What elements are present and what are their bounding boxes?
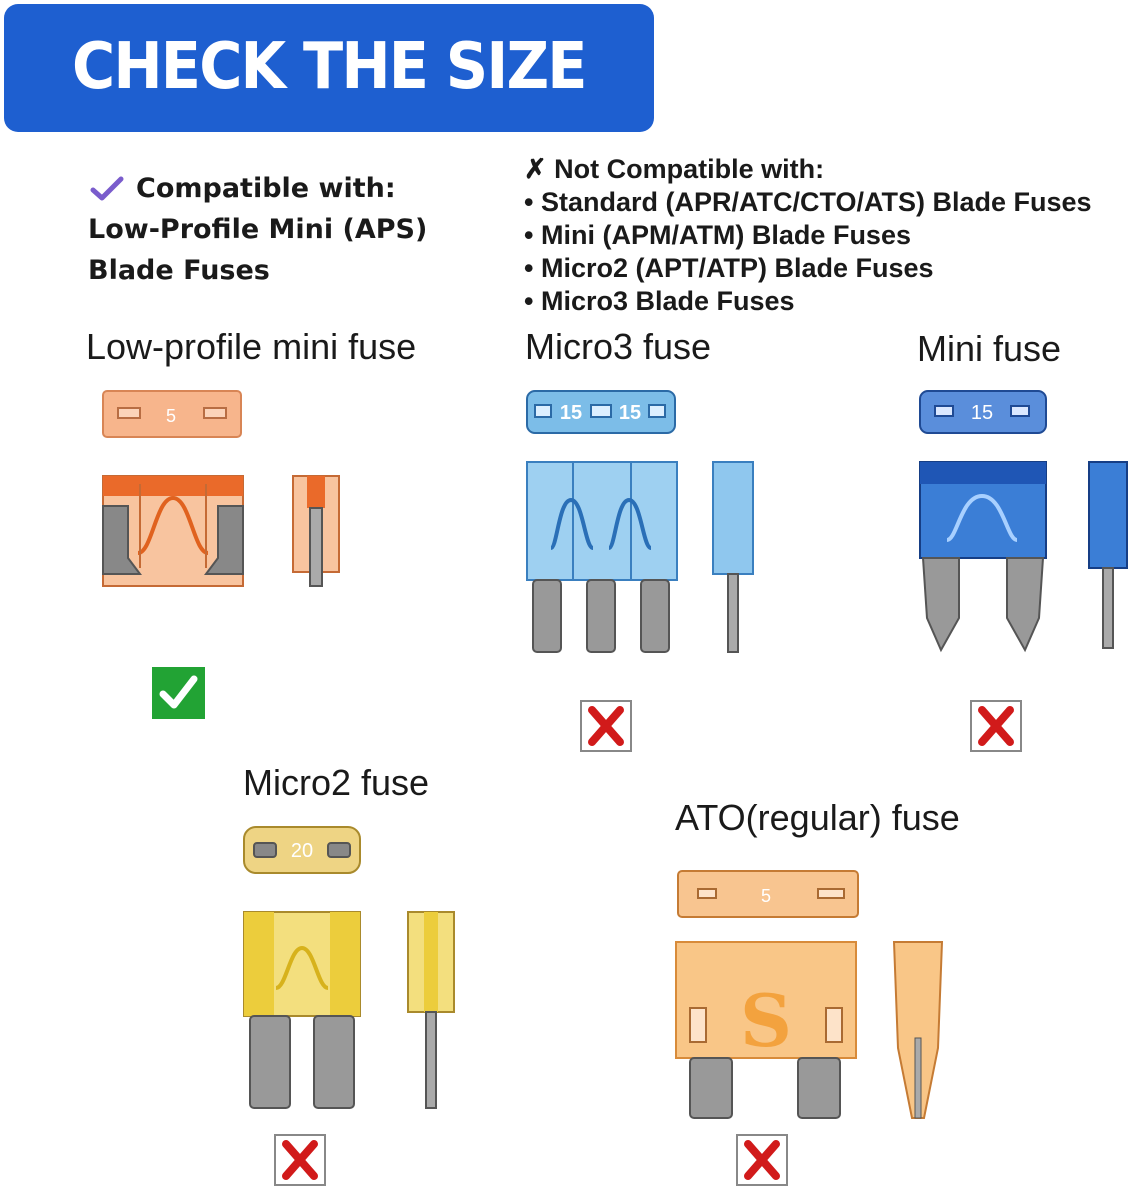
banner-title: CHECK THE SIZE bbox=[72, 30, 588, 104]
ato-fuse-element-letter: S bbox=[740, 978, 792, 1063]
compatible-check-badge-icon bbox=[152, 667, 205, 719]
ato-fuse-illustration: 5 S bbox=[675, 870, 944, 1119]
not-compatible-item: Micro3 Blade Fuses bbox=[540, 286, 795, 316]
compatible-line-2: Blade Fuses bbox=[88, 255, 270, 286]
micro2-rating: 20 bbox=[291, 840, 313, 862]
incompatible-x-badge-icon bbox=[736, 1134, 788, 1186]
not-compatible-item: Standard (APR/ATC/CTO/ATS) Blade Fuses bbox=[540, 187, 1092, 217]
low-profile-mini-label: Low-profile mini fuse bbox=[86, 326, 417, 367]
incompatible-x-badge-icon bbox=[970, 700, 1022, 752]
micro2-label: Micro2 fuse bbox=[243, 762, 430, 803]
ato-label: ATO(regular) fuse bbox=[675, 797, 960, 838]
mini-rating: 15 bbox=[971, 402, 993, 424]
not-compatible-heading: Not Compatible with: bbox=[554, 154, 825, 184]
not-compatible-block: ✗ Not Compatible with: • Standard (APR/A… bbox=[524, 154, 1092, 316]
micro3-rating-2: 15 bbox=[619, 402, 641, 424]
incompatible-x-badge-icon bbox=[580, 700, 632, 752]
micro2-fuse-illustration: 20 bbox=[243, 826, 455, 1109]
title-banner: CHECK THE SIZE bbox=[4, 4, 654, 132]
micro3-label: Micro3 fuse bbox=[525, 326, 712, 367]
compatible-line-1: Low-Profile Mini (APS) bbox=[88, 214, 428, 245]
mini-fuse-illustration: 15 bbox=[919, 390, 1128, 653]
compatible-heading: Compatible with: bbox=[136, 173, 396, 204]
incompatible-x-badge-icon bbox=[274, 1134, 326, 1186]
low-profile-mini-fuse-illustration: 5 bbox=[102, 390, 340, 587]
not-compatible-item: Mini (APM/ATM) Blade Fuses bbox=[540, 220, 911, 250]
mini-label: Mini fuse bbox=[917, 328, 1062, 369]
ato-rating: 5 bbox=[761, 886, 771, 906]
checkmark-icon bbox=[90, 176, 124, 200]
low-profile-mini-rating: 5 bbox=[166, 406, 176, 426]
x-icon: ✗ bbox=[524, 154, 555, 184]
micro3-rating-1: 15 bbox=[560, 402, 582, 424]
not-compatible-item: Micro2 (APT/ATP) Blade Fuses bbox=[540, 253, 934, 283]
micro3-fuse-illustration: 15 15 bbox=[526, 390, 754, 653]
compatible-block: Compatible with: Low-Profile Mini (APS) … bbox=[88, 168, 427, 291]
